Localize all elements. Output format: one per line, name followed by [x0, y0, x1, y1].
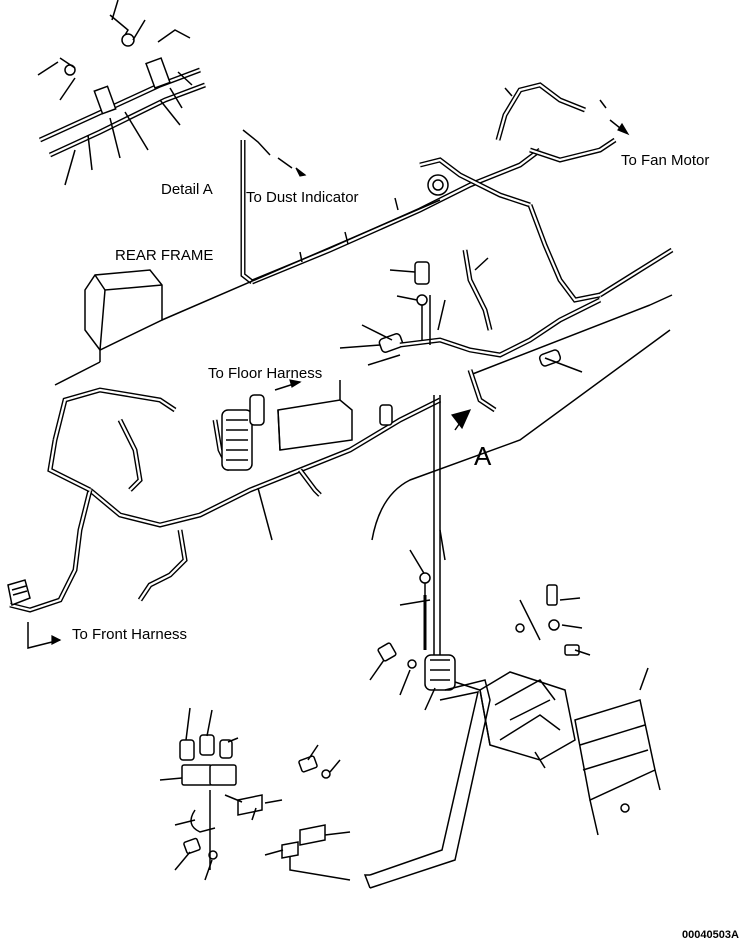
- upper-main-harness: [251, 82, 674, 303]
- dust-indicator-branch: [240, 129, 307, 284]
- rear-frame: [54, 199, 673, 541]
- central-connector-cluster: [339, 249, 602, 431]
- fan-motor-label: To Fan Motor: [621, 152, 710, 169]
- view-a-marker: A: [474, 441, 492, 471]
- floor-harness-block: [274, 379, 353, 451]
- rear-frame-label: REAR FRAME: [115, 247, 214, 264]
- front-harness-label: To Front Harness: [72, 626, 188, 643]
- drop-line: [433, 395, 441, 670]
- lower-bracket-group: [289, 529, 661, 889]
- bottom-left-parts: [159, 707, 351, 881]
- drawing-code: 00040503A: [682, 929, 739, 941]
- dust-indicator-label: To Dust Indicator: [246, 189, 359, 206]
- detail-a-label: Detail A: [161, 181, 213, 198]
- lower-main-harness: [7, 387, 442, 649]
- floor-harness-label: To Floor Harness: [208, 365, 323, 382]
- detail-a-inset: [37, 0, 206, 186]
